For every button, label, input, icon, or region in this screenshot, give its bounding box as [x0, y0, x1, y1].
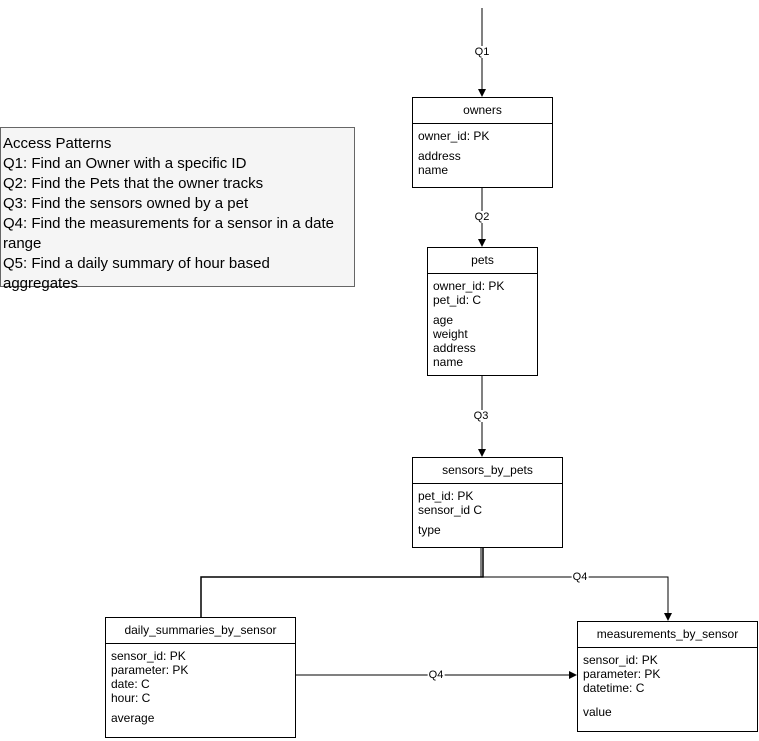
entity-keys: pet_id: PK sensor_id C — [413, 484, 562, 517]
entity-field: address — [418, 149, 461, 163]
edge-label-q1: Q1 — [473, 46, 491, 58]
access-pattern-q3: Q3: Find the sensors owned by a pet — [3, 195, 249, 212]
entity-daily-summaries-by-sensor[interactable]: daily_summaries_by_sensor sensor_id: PK … — [105, 617, 296, 738]
entity-title: pets — [428, 248, 537, 274]
entity-field: address — [433, 341, 476, 355]
entity-field: sensor_id: PK — [583, 653, 658, 667]
entity-keys: owner_id: PK pet_id: C — [428, 274, 537, 307]
entity-owners[interactable]: owners owner_id: PK address name — [412, 97, 553, 188]
entity-field: sensor_id: PK — [111, 649, 186, 663]
entity-field: hour: C — [111, 691, 151, 705]
entity-field: date: C — [111, 677, 150, 691]
edge-q4-top — [480, 548, 672, 621]
access-patterns-title: Access Patterns — [3, 135, 112, 152]
entity-field: weight — [433, 327, 468, 341]
entity-attributes: age weight address name — [428, 307, 537, 369]
edge-label-q4-top: Q4 — [571, 571, 589, 583]
access-pattern-q4: Q4: Find the measurements for a sensor i… — [3, 215, 335, 252]
entity-field: datetime: C — [583, 681, 645, 695]
entity-sensors-by-pets[interactable]: sensors_by_pets pet_id: PK sensor_id C t… — [412, 457, 563, 548]
entity-pets[interactable]: pets owner_id: PK pet_id: C age weight a… — [427, 247, 538, 376]
entity-title: daily_summaries_by_sensor — [106, 618, 295, 644]
entity-field: average — [111, 711, 155, 725]
entity-field: pet_id: PK — [418, 489, 474, 503]
edge-sensors-to-daily — [200, 548, 484, 617]
entity-title: measurements_by_sensor — [578, 622, 757, 648]
entity-keys: sensor_id: PK parameter: PK date: C hour… — [106, 644, 295, 705]
entity-field: sensor_id C — [418, 503, 483, 517]
entity-keys: owner_id: PK — [413, 124, 552, 143]
entity-keys: sensor_id: PK parameter: PK datetime: C — [578, 648, 757, 695]
entity-attributes: average — [106, 705, 295, 725]
entity-title: owners — [413, 98, 552, 124]
entity-field: name — [418, 163, 449, 177]
edge-label-q2: Q2 — [473, 211, 491, 223]
edge-label-q3: Q3 — [472, 410, 490, 422]
entity-field: value — [583, 705, 612, 719]
edge-label-q4-bottom: Q4 — [427, 669, 445, 681]
access-pattern-q1: Q1: Find an Owner with a specific ID — [3, 155, 247, 172]
entity-field: age — [433, 313, 454, 327]
entity-title: sensors_by_pets — [413, 458, 562, 484]
entity-attributes: address name — [413, 143, 552, 177]
entity-attributes: value — [578, 695, 757, 719]
access-pattern-q5: Q5: Find a daily summary of hour based a… — [3, 255, 270, 292]
entity-field: type — [418, 523, 441, 537]
entity-field: name — [433, 355, 464, 369]
entity-field: parameter: PK — [583, 667, 661, 681]
entity-field: owner_id: PK — [433, 279, 505, 293]
entity-measurements-by-sensor[interactable]: measurements_by_sensor sensor_id: PK par… — [577, 621, 758, 732]
entity-field: owner_id: PK — [418, 129, 490, 143]
access-pattern-q2: Q2: Find the Pets that the owner tracks — [3, 175, 264, 192]
access-patterns-note: Access Patterns Q1: Find an Owner with a… — [0, 127, 355, 292]
entity-attributes: type — [413, 517, 562, 537]
entity-field: parameter: PK — [111, 663, 189, 677]
entity-field: pet_id: C — [433, 293, 482, 307]
